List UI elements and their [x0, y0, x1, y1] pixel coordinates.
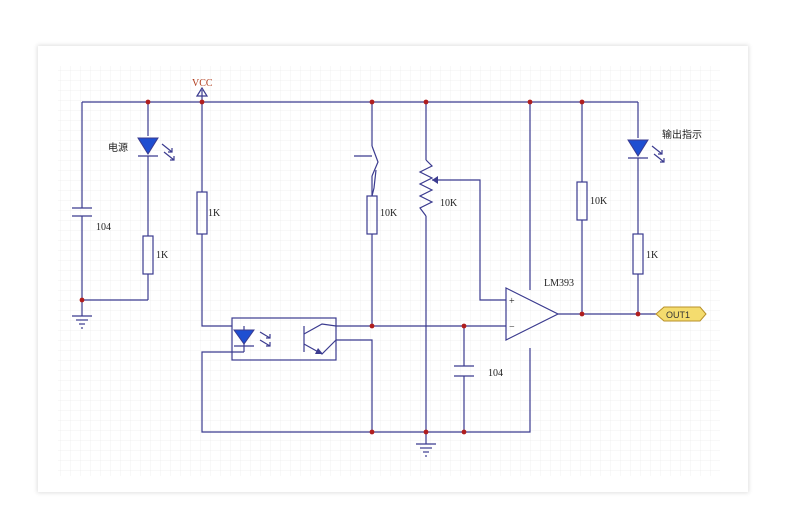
resistor-collector: 10K [366, 195, 398, 235]
output-led-label: 输出指示 [662, 128, 702, 141]
junction-node [423, 99, 429, 105]
optocoupler [231, 317, 337, 361]
junction-node [527, 99, 533, 105]
junction-node [369, 323, 375, 329]
junction-node [369, 429, 375, 435]
output-led: 输出指示 [627, 128, 702, 163]
junction-node [635, 311, 641, 317]
capacitor-bottom-label: 104 [488, 368, 503, 379]
vcc-symbol: VCC [192, 78, 213, 97]
junction-nodes [79, 99, 641, 435]
capacitor-left: 104 [72, 207, 111, 233]
resistor-pullup-label: 10K [590, 196, 608, 207]
wires [81, 90, 656, 444]
output-port-label: OUT1 [666, 310, 690, 320]
resistor-photo-led: 1K [196, 191, 221, 235]
circuit-schematic: VCC 104 电源 1K 1K [58, 66, 720, 476]
output-port: OUT1 [655, 306, 707, 322]
comparator-label: LM393 [544, 278, 574, 289]
junction-node [461, 429, 467, 435]
power-led-label: 电源 [108, 141, 128, 154]
resistor-photo-led-label: 1K [208, 208, 221, 219]
potentiometer: 10K [418, 159, 458, 217]
power-led: 电源 [108, 137, 175, 161]
schematic-frame: VCC 104 电源 1K 1K [38, 46, 748, 492]
junction-node [423, 429, 429, 435]
ground-left-icon [72, 315, 92, 329]
resistor-pullup: 10K [576, 181, 608, 221]
switch-element [354, 145, 379, 197]
resistor-power-led-label: 1K [156, 250, 169, 261]
capacitor-bottom: 104 [454, 365, 503, 379]
resistor-power-led: 1K [142, 235, 169, 275]
comparator-lm393: + − LM393 [505, 278, 574, 341]
resistor-output-led: 1K [632, 233, 659, 275]
junction-node [79, 297, 85, 303]
junction-node [145, 99, 151, 105]
ground-bottom-icon [416, 443, 436, 457]
junction-node [369, 99, 375, 105]
junction-node [579, 99, 585, 105]
grid-background [58, 66, 720, 476]
capacitor-left-label: 104 [96, 222, 111, 233]
resistor-collector-label: 10K [380, 208, 398, 219]
vcc-label: VCC [192, 78, 213, 89]
comparator-minus-sign: − [509, 322, 515, 333]
junction-node [199, 99, 205, 105]
junction-node [461, 323, 467, 329]
comparator-plus-sign: + [509, 296, 515, 307]
potentiometer-label: 10K [440, 198, 458, 209]
junction-node [579, 311, 585, 317]
resistor-output-led-label: 1K [646, 250, 659, 261]
